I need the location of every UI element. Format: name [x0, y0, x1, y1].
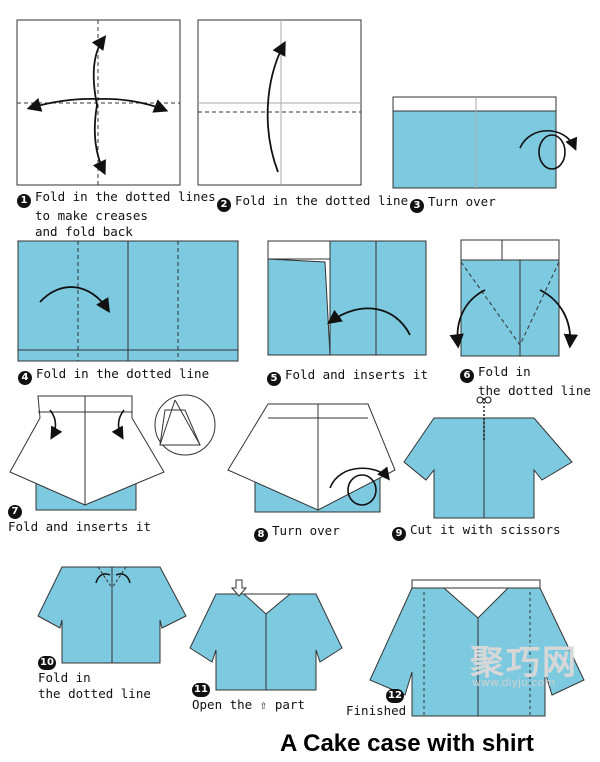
step-12-label: 12 Finished	[346, 689, 407, 718]
page-title: A Cake case with shirt	[280, 730, 534, 757]
up-arrow-icon: ⇧	[259, 697, 268, 712]
watermark-url: www.diyju.com	[472, 676, 556, 689]
step-5-figure	[267, 240, 427, 356]
step-12-figure	[369, 579, 585, 717]
step-8-figure	[227, 403, 396, 513]
step-11-label: 11 Open the ⇧ part	[192, 683, 305, 712]
step-3-figure	[392, 96, 578, 189]
step-9-figure	[403, 396, 573, 519]
step-2-figure	[197, 19, 362, 186]
step-10-figure	[37, 566, 187, 664]
step-number: 1	[17, 194, 31, 208]
step-7-figure	[9, 394, 216, 511]
step-10-label: 10 Fold in the dotted line	[38, 656, 151, 701]
step-1-figure	[16, 19, 181, 186]
step-11-figure	[189, 579, 343, 691]
step-7-label: 7 Fold and inserts it	[8, 505, 151, 534]
step-6-figure	[449, 239, 579, 357]
watermark-logo: 聚巧网	[470, 643, 578, 683]
step-4-figure	[17, 240, 239, 362]
